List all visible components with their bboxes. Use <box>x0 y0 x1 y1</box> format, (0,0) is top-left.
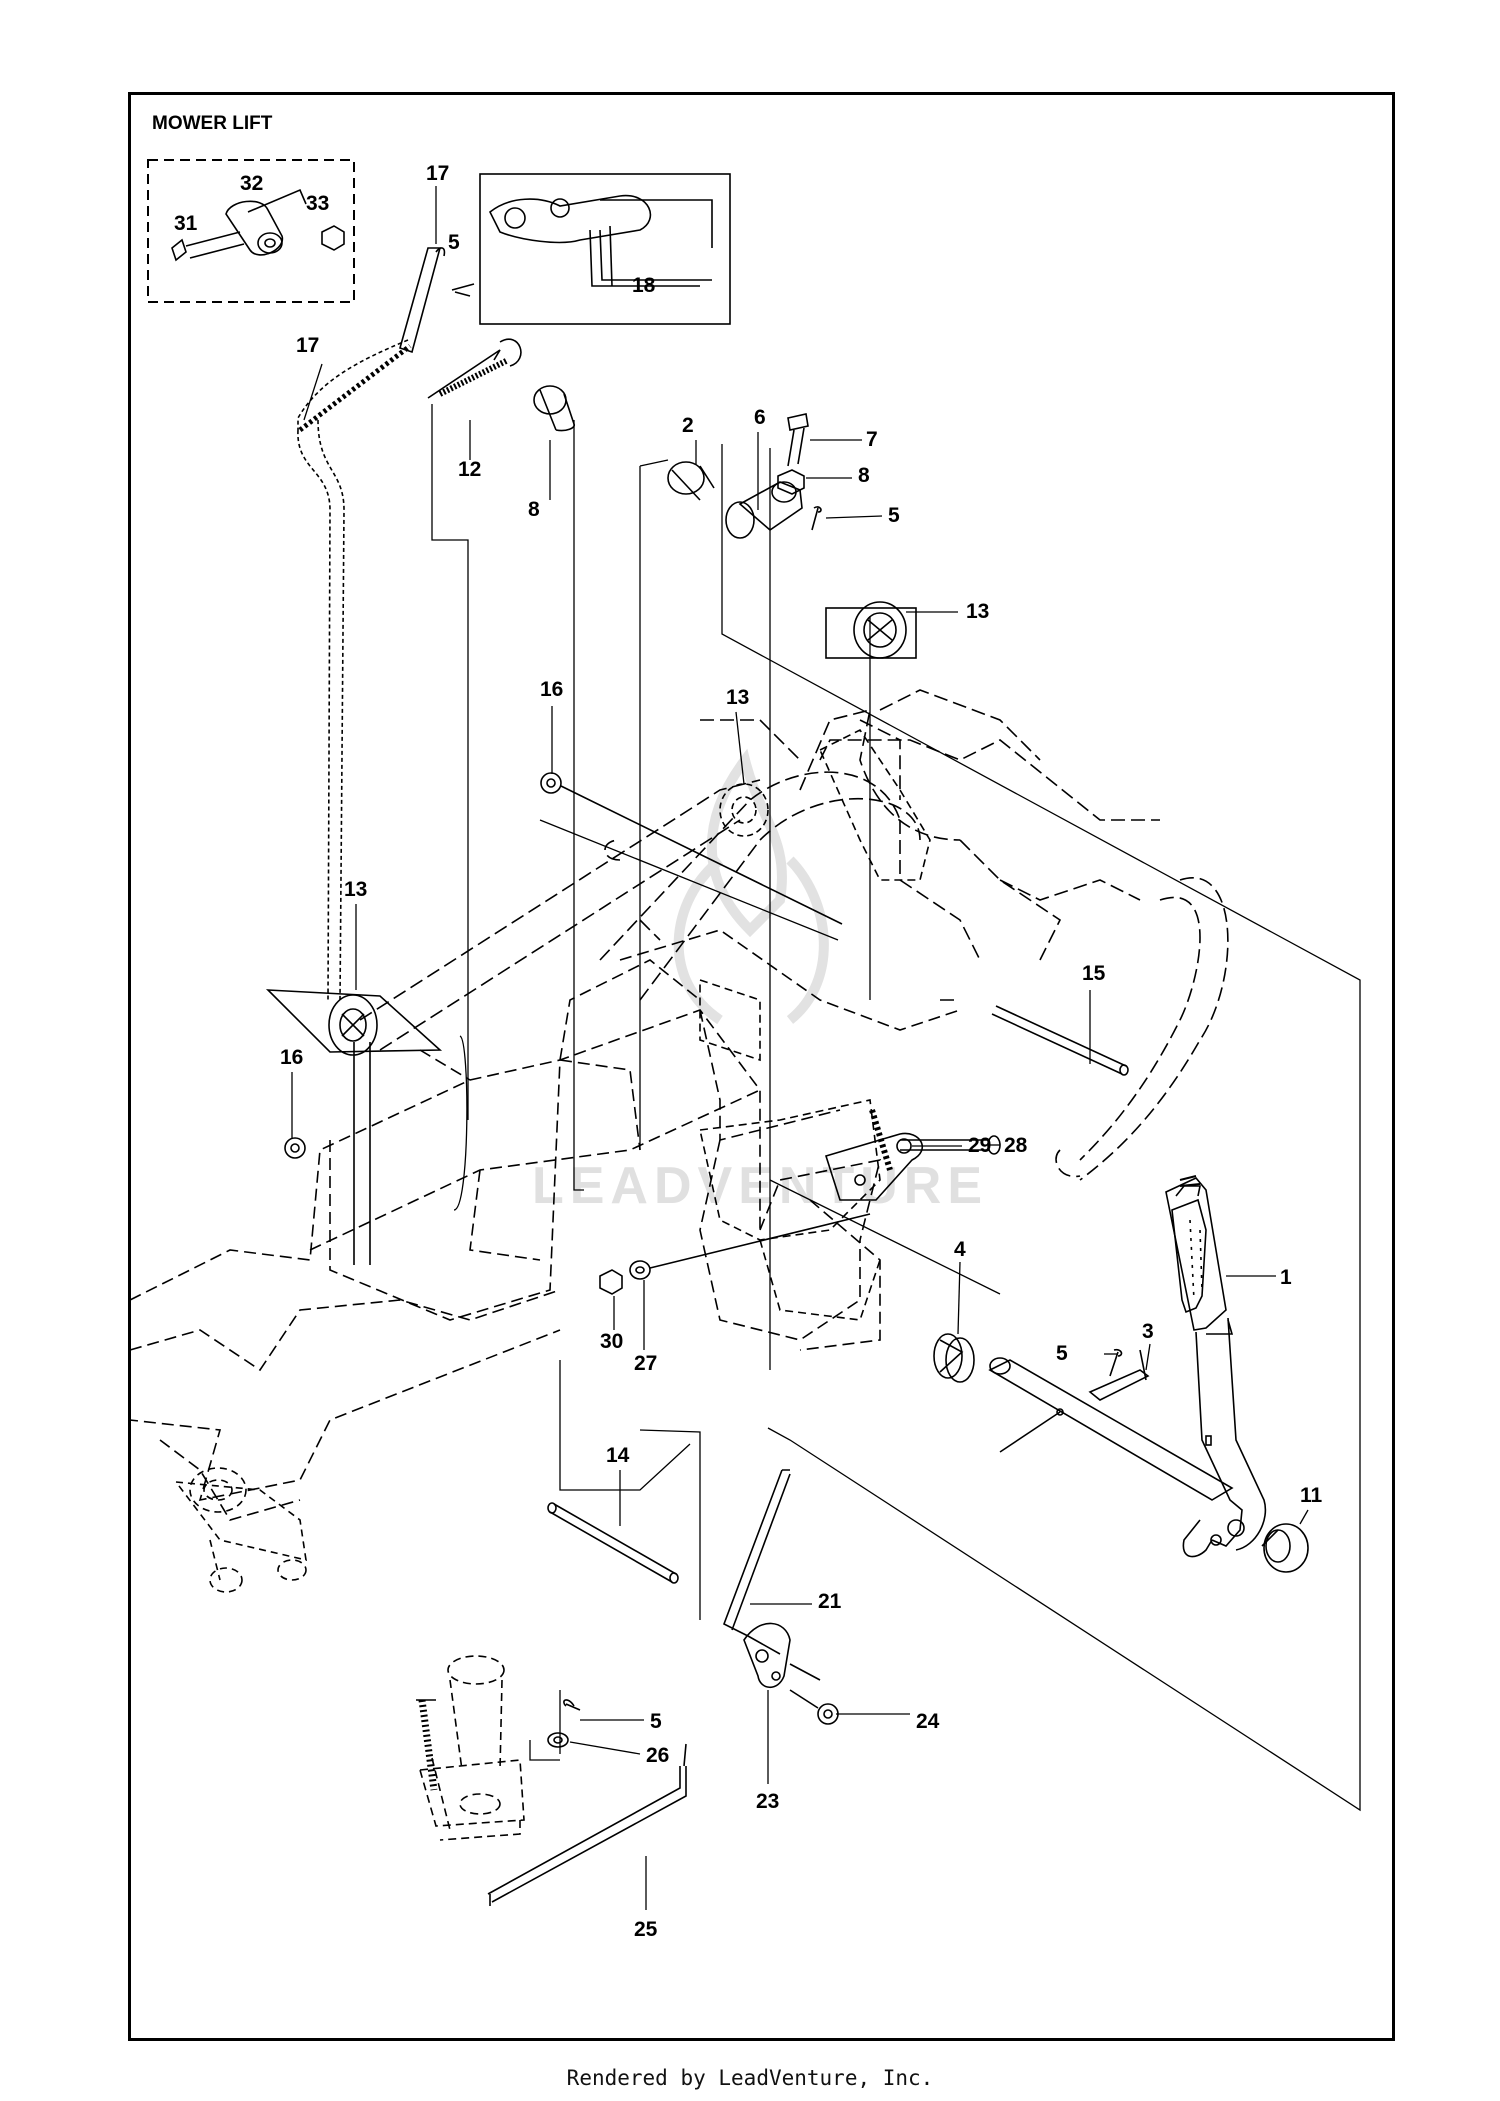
callout-10: 8 <box>528 498 540 521</box>
callout-5-mid: 5 <box>1056 1342 1068 1365</box>
pulley-13-mid <box>719 783 769 837</box>
callout-26: 26 <box>646 1744 669 1767</box>
lift-arm-bracket <box>699 728 931 1321</box>
pedal-spring <box>416 1699 438 1791</box>
chain-17 <box>297 339 409 1001</box>
pulley-13-left <box>265 989 443 1265</box>
lift-shaft <box>988 1357 1234 1501</box>
rod-25 <box>487 1743 687 1906</box>
callout-18: 18 <box>632 274 656 297</box>
callout-25: 25 <box>634 1918 658 1941</box>
clip-16-lower <box>284 1137 306 1159</box>
clip-24 <box>789 1689 839 1725</box>
callout-13-mid: 13 <box>726 686 749 709</box>
pin-3 <box>1088 1349 1150 1401</box>
callout-32: 32 <box>240 172 263 195</box>
callout-9: 17 <box>426 162 449 185</box>
callout-5-upper: 5 <box>448 231 460 254</box>
callout-7: 7 <box>866 428 878 451</box>
frame-rails <box>359 689 1229 1181</box>
callout-13-left: 13 <box>344 878 367 901</box>
plate-29 <box>824 1132 924 1201</box>
link-rod-21 <box>722 1469 791 1655</box>
washer-26 <box>547 1732 569 1748</box>
callout-5-right: 5 <box>888 504 900 527</box>
callout-16-upper: 16 <box>540 678 563 701</box>
spindle-assembly <box>174 1467 307 1593</box>
pedal-assembly <box>418 1655 525 1841</box>
bushing-4 <box>933 1333 975 1383</box>
chain-detail <box>488 194 713 287</box>
callout-11: 11 <box>1300 1484 1323 1507</box>
chain-links <box>298 344 412 432</box>
callout-31: 31 <box>174 212 198 235</box>
nut-30 <box>599 1269 623 1295</box>
callout-33: 33 <box>306 192 329 215</box>
cotter-pin-5-upper <box>811 506 822 531</box>
callout-13-top: 13 <box>966 600 989 623</box>
callout-5-lower: 5 <box>650 1710 662 1733</box>
callout-30: 30 <box>600 1330 623 1353</box>
shaft-15 <box>991 1005 1129 1076</box>
diagram-title: MOWER LIFT <box>152 113 273 134</box>
callout-leaders <box>291 186 1309 1910</box>
callout-16-lower: 16 <box>280 1046 303 1069</box>
bracket-6 <box>725 481 803 539</box>
spring-12 <box>427 338 522 399</box>
callout-4: 4 <box>954 1238 966 1261</box>
spring-28 <box>869 1109 893 1171</box>
callout-3: 3 <box>1142 1320 1154 1343</box>
tractor-frame <box>129 929 961 1521</box>
bolt-assembly <box>171 188 345 262</box>
callout-23: 23 <box>756 1790 779 1813</box>
bushing-2 <box>667 461 715 501</box>
callout-28: 28 <box>1004 1134 1028 1157</box>
callout-27: 27 <box>634 1352 657 1375</box>
bolt-7 <box>787 413 809 467</box>
callout-15: 15 <box>1082 962 1106 985</box>
leader-lines <box>431 404 1361 1812</box>
callout-labels: 17 5 18 17 12 8 2 6 7 8 5 13 16 13 13 15… <box>174 162 1323 1941</box>
lift-rod-9 <box>399 247 475 354</box>
footer-credit: Rendered by LeadVenture, Inc. <box>566 2066 934 2090</box>
lift-lever-1 <box>1165 1175 1267 1558</box>
inset-box <box>147 159 355 303</box>
nut-8 <box>777 469 805 495</box>
pulley-13-top <box>825 601 917 659</box>
washer-27 <box>629 1213 871 1280</box>
bushing-10 <box>533 385 576 432</box>
clip-16-upper <box>540 772 843 925</box>
chain-detail-box <box>479 173 731 325</box>
plate-23 <box>743 1622 821 1689</box>
callout-14: 14 <box>606 1444 630 1467</box>
callout-2: 2 <box>682 414 694 437</box>
callout-21: 21 <box>818 1590 842 1613</box>
callout-6: 6 <box>754 406 766 429</box>
callout-12: 12 <box>458 458 481 481</box>
callout-17: 17 <box>296 334 319 357</box>
callout-8: 8 <box>858 464 870 487</box>
callout-1: 1 <box>1280 1266 1292 1289</box>
callout-24: 24 <box>916 1710 940 1733</box>
knob-11 <box>1261 1523 1309 1573</box>
cotter-pin-5-lower <box>563 1699 581 1711</box>
diagram-frame <box>128 92 1395 2041</box>
grip-1 <box>1171 1198 1207 1314</box>
cotter-pin-5-mid <box>1109 1348 1123 1377</box>
callout-29: 29 <box>968 1134 991 1157</box>
rod-14 <box>547 1502 679 1584</box>
